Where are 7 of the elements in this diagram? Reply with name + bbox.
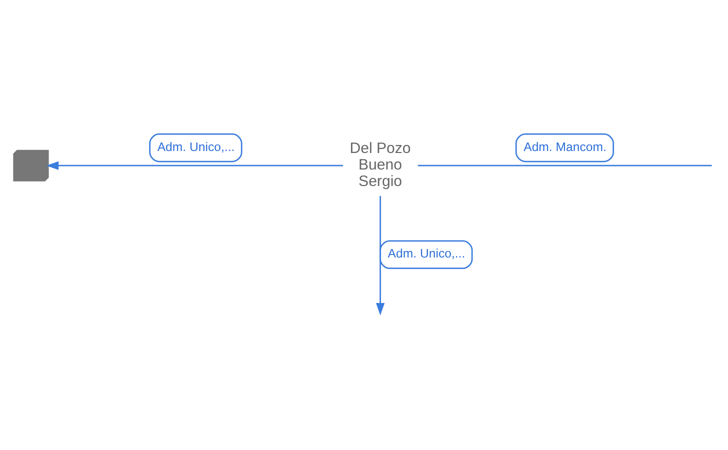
arrow	[376, 195, 385, 315]
edge-label: Adm. Unico,...	[388, 246, 466, 260]
node-text: Del Pozo Bueno Sergio	[350, 140, 411, 190]
arrow	[46, 160, 344, 170]
edge-label: Adm. Mancom.	[524, 139, 606, 154]
edge-label: Adm. Unico,...	[157, 139, 235, 154]
connector	[418, 164, 712, 166]
